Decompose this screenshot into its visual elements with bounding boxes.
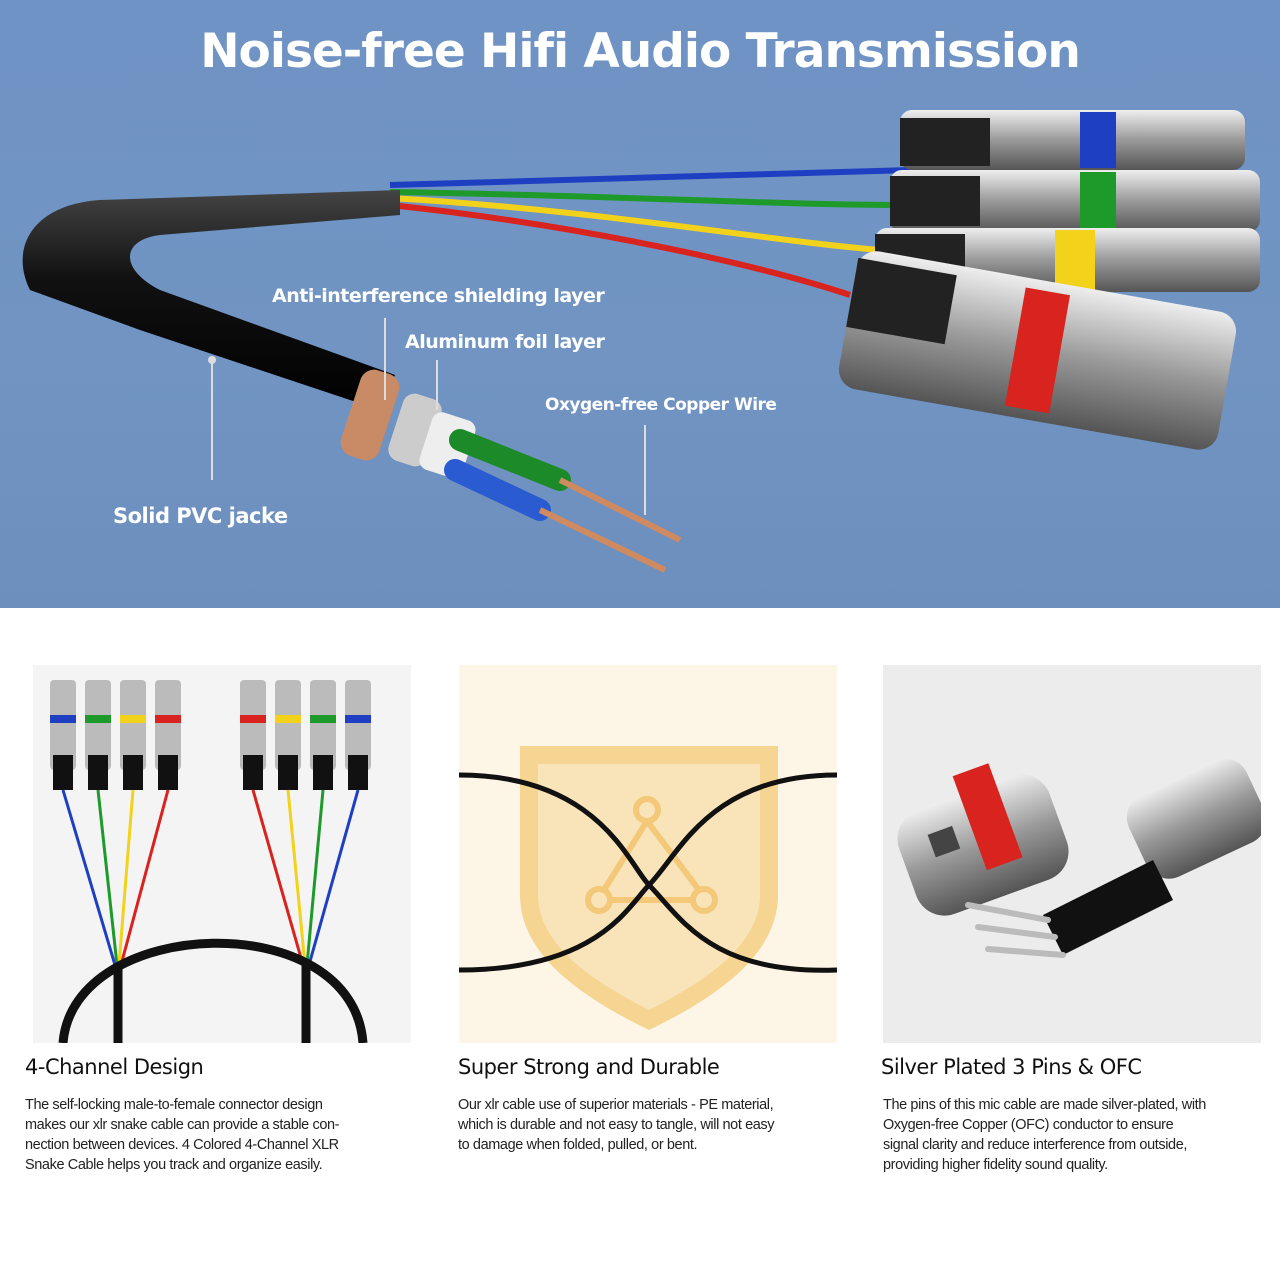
desc-line: makes our xlr snake cable can provide a … [25,1117,340,1133]
desc-line: Oxygen-free Copper (OFC) conductor to en… [883,1117,1174,1133]
feature-title-4-channel: 4-Channel Design [25,1055,204,1079]
hero-title: Noise-free Hifi Audio Transmission [200,24,1081,79]
desc-line: which is durable and not easy to tangle,… [458,1117,775,1133]
xlr-connector-green [890,170,1260,232]
feature-desc-silver-pins: The pins of this mic cable are made silv… [883,1095,1206,1175]
label-shielding-layer: Anti-interference shielding layer [272,285,605,307]
desc-line: Snake Cable helps you track and organize… [25,1157,323,1173]
four-channel-image [33,665,411,1043]
xlr-connector-red [838,251,1237,450]
desc-line: The pins of this mic cable are made silv… [883,1097,1206,1113]
hero-banner: Noise-free Hifi Audio Transmission Anti-… [0,0,1280,608]
feature-title-silver-pins: Silver Plated 3 Pins & OFC [881,1055,1142,1079]
silver-pins-image [883,665,1261,1043]
desc-line: The self-locking male-to-female connecto… [25,1097,323,1113]
desc-line: nection between devices. 4 Colored 4-Cha… [25,1137,339,1153]
durable-cable-image [459,665,837,1043]
cable-cross-section-illustration [22,110,1260,573]
xlr-connector-blue [900,110,1245,170]
desc-line: to damage when folded, pulled, or bent. [458,1137,698,1153]
desc-line: signal clarity and reduce interference f… [883,1137,1188,1153]
label-pvc-jacket: Solid PVC jacke [113,504,288,528]
label-copper-wire: Oxygen-free Copper Wire [545,395,777,415]
feature-title-durable: Super Strong and Durable [458,1055,720,1079]
desc-line: Our xlr cable use of superior materials … [458,1097,774,1113]
feature-desc-durable: Our xlr cable use of superior materials … [458,1095,775,1155]
label-aluminum-foil: Aluminum foil layer [405,331,605,353]
feature-desc-4-channel: The self-locking male-to-female connecto… [25,1095,339,1175]
desc-line: providing higher fidelity sound quality. [883,1157,1108,1173]
